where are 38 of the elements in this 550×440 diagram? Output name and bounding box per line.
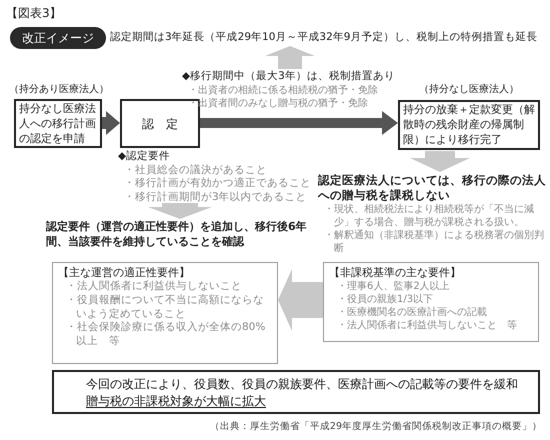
arrow bbox=[265, 46, 315, 69]
bullet-text: ・法人関係者に利益供与しないこと bbox=[66, 280, 243, 294]
tag-pill: 改正イメージ bbox=[10, 27, 106, 49]
heading-text: 【主な運営の適正性要件】 bbox=[58, 266, 191, 280]
bullet-text: ・医療機関名の医療計画への記載 bbox=[337, 306, 488, 320]
heading-text: 【非課税基準の主な要件】 bbox=[329, 266, 462, 280]
heading-text: ◆移行期間中（最大3年）は、税制措置あり bbox=[182, 70, 396, 84]
headline-text: 認定期間は3年延長（平成29年10月～平成32年9月予定）し、税制上の特例措置も延長 bbox=[110, 30, 548, 45]
bullet-text: ・解釈通知（非課税基準）による税務署の個別判断 bbox=[324, 228, 545, 255]
requirements-box bbox=[323, 262, 539, 342]
bullet-text: ・理事6人、監事2人以上 bbox=[337, 280, 451, 294]
arrow bbox=[278, 269, 323, 331]
bullet-text: ・社員総会の議決があること bbox=[124, 164, 268, 177]
arrow bbox=[148, 203, 212, 219]
arrow bbox=[410, 151, 470, 172]
process-box: 持分の放棄＋定款変更（解散時の残余財産の帰属制限）により移行完了 bbox=[398, 100, 540, 150]
bullet-text: ・出資者の相続に係る相続税の猶予・免除 bbox=[188, 84, 379, 97]
source-note: （出典：厚生労働省「平成29年度厚生労働省関係税制改正事項の概要」） bbox=[210, 420, 542, 434]
heading-text: （持分あり医療法人） bbox=[8, 82, 110, 97]
heading-text: （持分なし医療法人） bbox=[418, 82, 520, 97]
process-box: 持分なし医療法人への移行計画の認定を申請 bbox=[14, 99, 102, 148]
heading-text: ◆認定要件 bbox=[118, 150, 172, 164]
bullet-text: ・役員の親族1/3以下 bbox=[337, 293, 434, 306]
conclusion-text: 今回の改正により、役員数、役員の親族要件、医療計画への記載等の要件を緩和 bbox=[86, 376, 519, 393]
conclusion-text: 贈与税の非課税対象が大幅に拡大 bbox=[86, 392, 267, 410]
bullet-text: ・現状、相続税法により相続税等が「不当に減少」する場合、贈与税が課税される扱い。 bbox=[324, 202, 535, 229]
bullet-text: ・法人関係者に利益供与しないこと 等 bbox=[337, 319, 518, 332]
heading-text: 認定医療法人については、移行の際の法人への贈与税を課税しない bbox=[318, 173, 546, 203]
arrow bbox=[102, 111, 120, 135]
bullet-text: ・移行計画期間が3年以内であること bbox=[124, 190, 308, 205]
conclusion-box bbox=[52, 370, 540, 414]
bullet-text: ・移行計画が有効かつ適正であること bbox=[124, 177, 312, 191]
bullet-text: ・社会保険診療に係る収入が全体の80%以上 等 bbox=[66, 321, 266, 348]
requirements-box bbox=[52, 262, 278, 364]
arrow bbox=[200, 111, 398, 135]
figure-number: 【図表3】 bbox=[6, 5, 62, 22]
statement-text: 認定要件（運営の適正性要件）を追加し、移行後6年間、当該要件を維持していることを確認 bbox=[46, 220, 310, 252]
bullet-text: ・役員報酬について不当に高額にならないよう定めていること bbox=[66, 294, 265, 321]
